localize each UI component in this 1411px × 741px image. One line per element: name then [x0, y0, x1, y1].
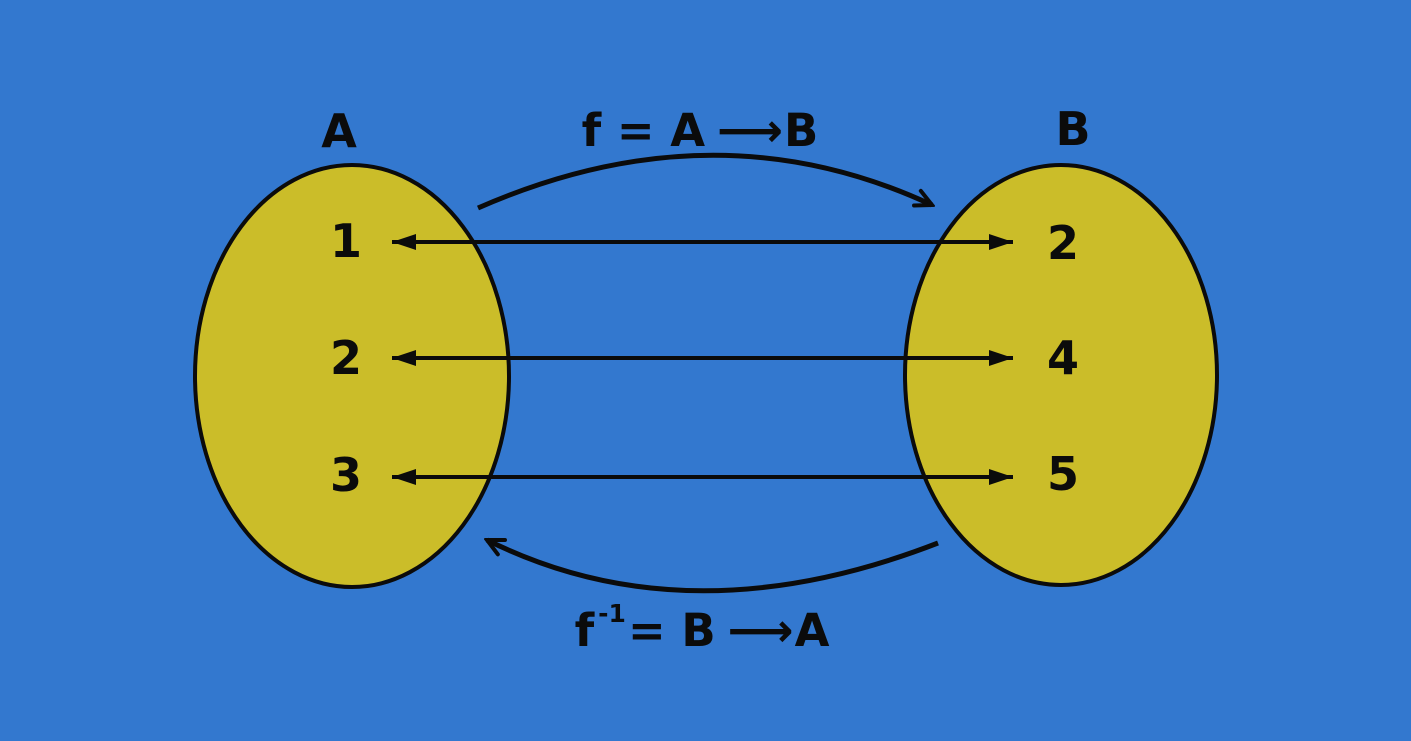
- set-b-element-0: 2: [1046, 216, 1080, 270]
- set-a-element-0: 1: [329, 214, 363, 268]
- inverse-function-mid: = B: [627, 603, 716, 657]
- inverse-exponent: -1: [598, 598, 626, 628]
- long-right-arrow-icon: ⟶: [717, 103, 784, 157]
- set-b-label: B: [1055, 102, 1091, 156]
- set-b-element-1: 4: [1046, 331, 1080, 385]
- inverse-function-base: f: [574, 603, 595, 657]
- set-a-element-2: 3: [329, 448, 363, 502]
- inverse-function-curve-arrow: [487, 537, 939, 594]
- forward-function-curve-arrow: [476, 152, 932, 211]
- forward-function-label: f = A ⟶ B: [582, 107, 819, 153]
- set-b-element-2: 5: [1046, 447, 1080, 501]
- forward-function-rhs: B: [784, 103, 819, 157]
- long-right-arrow-icon: ⟶: [727, 603, 794, 657]
- inverse-function-rhs: A: [794, 603, 830, 657]
- set-a-label: A: [321, 104, 357, 158]
- forward-function-lhs: f = A: [581, 103, 706, 157]
- inverse-function-label: f -1 = B ⟶ A: [574, 601, 830, 657]
- set-a-element-1: 2: [329, 331, 363, 385]
